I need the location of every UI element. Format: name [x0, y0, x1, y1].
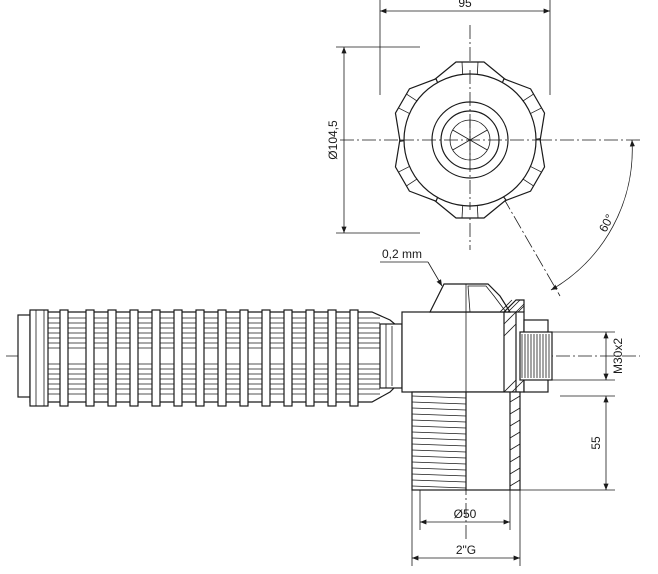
dim-diameter-pipe: Ø50	[454, 507, 477, 521]
dim-thread-small: M30x2	[611, 338, 625, 374]
pipe-thread	[411, 391, 521, 491]
tee-body	[401, 283, 525, 393]
strainer-ribs	[59, 309, 359, 407]
union-thread	[521, 334, 550, 378]
pipe-thread-lines	[411, 395, 467, 489]
side-view: M30x2	[6, 247, 640, 566]
pipe-section-hatch	[509, 395, 521, 487]
dim-width-top: 95	[458, 0, 472, 10]
top-view: 95 Ø104,5 60°	[326, 0, 640, 297]
strainer-body	[17, 309, 403, 407]
dim-angle: 60°	[596, 212, 617, 235]
dim-slot: 0,2 mm	[382, 247, 422, 261]
dim-thread-pipe: 2"G	[456, 543, 476, 557]
strainer-slots	[48, 317, 380, 395]
dim-height-thread: 55	[589, 436, 603, 450]
dim-diameter-top: Ø104,5	[326, 120, 340, 160]
section-hatch	[499, 299, 525, 393]
union-m30: M30x2	[519, 319, 625, 393]
